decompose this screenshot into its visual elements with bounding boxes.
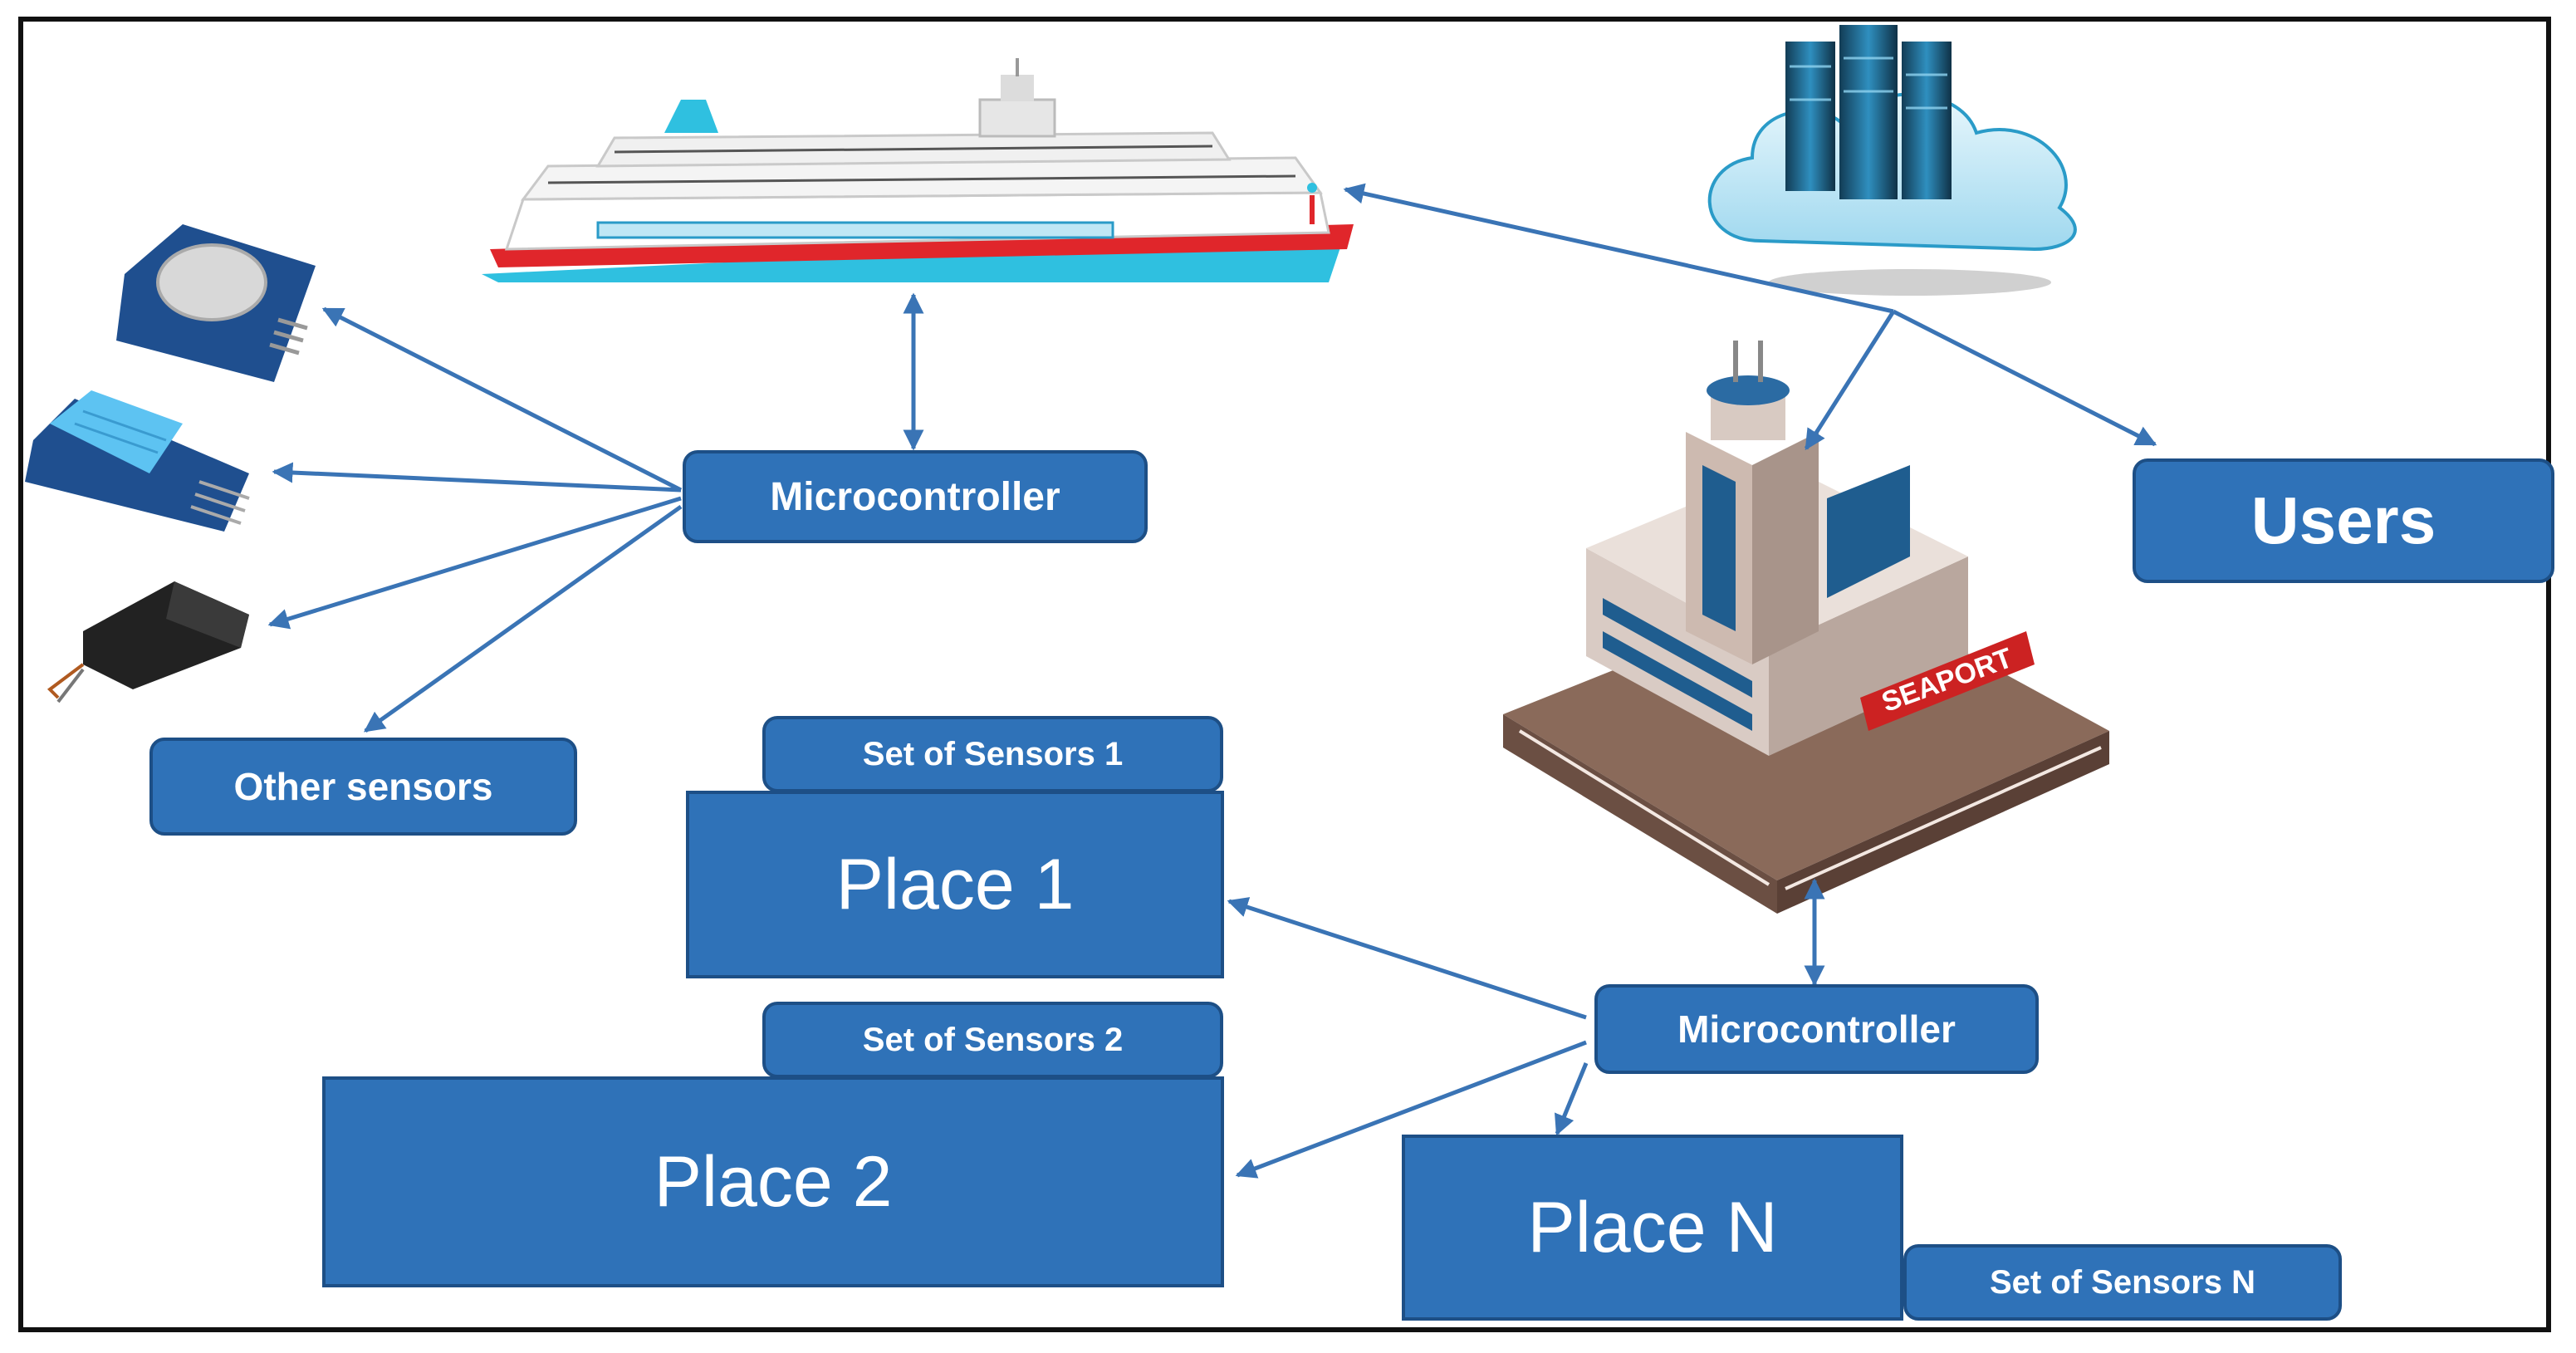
motion-sensor-icon: [116, 224, 316, 382]
arrow-micro-place-1: [1227, 897, 1587, 1020]
microcontroller-ship-box: Microcontroller: [683, 450, 1148, 543]
arrow-building-hub: [1804, 310, 1896, 451]
set-of-sensors-n-tab: Set of Sensors N: [1903, 1244, 2342, 1321]
seaport-building-icon: SEAPORT: [1503, 341, 2109, 914]
connectors: [267, 183, 2157, 1179]
users-box: Users: [2133, 458, 2554, 583]
other-sensors-box: Other sensors: [149, 738, 577, 836]
gps-module-icon: [47, 581, 249, 703]
set-of-sensors-2-tab: Set of Sensors 2: [762, 1002, 1223, 1078]
arrow-micro-place-2: [1235, 1040, 1587, 1179]
arrow-hub-ship: [1343, 183, 1894, 314]
place-n-box: Place N: [1402, 1135, 1903, 1321]
place-2-box: Place 2: [322, 1076, 1224, 1287]
diagram-frame: [18, 17, 2551, 1332]
set-of-sensors-1-tab: Set of Sensors 1: [762, 716, 1223, 792]
microcontroller-port-box: Microcontroller: [1594, 984, 2039, 1074]
arrow-micro-motion-sensor: [321, 306, 683, 493]
arrow-micro-gps: [267, 496, 682, 630]
arrow-micro-place-n: [1555, 1062, 1589, 1136]
place-1-box: Place 1: [686, 791, 1224, 978]
arrow-hub-users: [1892, 309, 2157, 447]
humidity-sensor-icon: [25, 390, 250, 532]
ship-icon: [482, 58, 1354, 282]
arrow-micro-other-sensors: [363, 504, 683, 733]
arrow-micro-humidity-sensor: [272, 462, 682, 493]
cloud-server-icon: [1707, 25, 2077, 296]
